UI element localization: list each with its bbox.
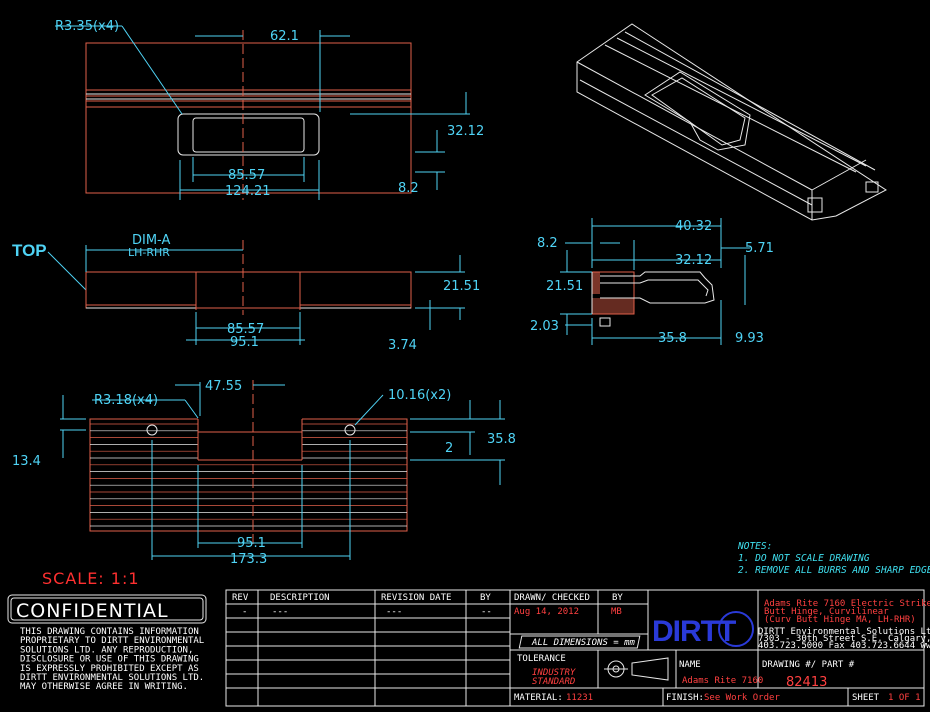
confidential-line: DIRTT ENVIRONMENTAL SOLUTIONS LTD.: [20, 673, 204, 683]
confidential-line: THIS DRAWING CONTAINS INFORMATION: [20, 627, 199, 637]
confidential-block: CONFIDENTIAL THIS DRAWING CONTAINS INFOR…: [7, 594, 207, 692]
section-dim-21: 21.51: [546, 279, 583, 294]
view3-top-dim: 47.55: [205, 379, 242, 394]
row-description: ---: [272, 607, 288, 617]
view2-right-dim: 21.51: [443, 279, 480, 294]
view-top: TOP DIM-A LH-RHR 85.57 95.1 21.51 3.74: [12, 233, 480, 353]
view3-left-dim: 13.4: [12, 454, 41, 469]
mounting-hole-left: [146, 424, 158, 436]
section-dim-9: 9.93: [735, 331, 764, 346]
top-view-label: TOP: [12, 241, 47, 260]
tolerance-label: TOLERANCE: [517, 654, 566, 664]
view-plan-lower: R3.18(x4) 47.55 10.16(x2) 13.4 2 35.8 95…: [12, 379, 516, 567]
view1-right-dim: 32.12: [447, 124, 484, 139]
view2-outer-dim: 95.1: [230, 335, 259, 350]
confidential-line: PROPRIETARY TO DIRTT ENVIRONMENTAL: [20, 636, 204, 646]
view3-inner-dim: 95.1: [237, 536, 266, 551]
note-2: 2. REMOVE ALL BURRS AND SHARP EDGES: [738, 565, 930, 576]
section-dim-40: 40.32: [675, 219, 712, 234]
all-dimensions: ALL DIMENSIONS = mm: [531, 638, 636, 648]
notes: NOTES: 1. DO NOT SCALE DRAWING 2. REMOVE…: [737, 541, 930, 576]
tolerance-standard: STANDARD: [532, 677, 575, 687]
row-revision-date: ---: [386, 607, 402, 617]
col-rev: REV: [232, 593, 249, 603]
svg-text:DIRTT: DIRTT: [652, 615, 736, 648]
mounting-hole-right: [344, 424, 356, 436]
col-drawn-checked: DRAWN/ CHECKED: [514, 593, 590, 603]
view-plan-upper: R3.35(x4) 62.1 85.57 124.21 32.12 8.2: [55, 19, 484, 200]
view3-hole-label: 10.16(x2): [388, 388, 451, 403]
name-value: Adams Rite 7160: [682, 676, 763, 686]
title-block: REV DESCRIPTION REVISION DATE BY DRAWN/ …: [225, 589, 930, 707]
part-label: DRAWING #/ PART #: [762, 660, 855, 670]
confidential-text: THIS DRAWING CONTAINS INFORMATIONPROPRIE…: [20, 627, 204, 692]
drawn-date: Aug 14, 2012: [514, 607, 579, 617]
material-label: MATERIAL:: [514, 693, 563, 703]
view3-radius-label: R3.18(x4): [94, 393, 158, 408]
section-dim-5: 5.71: [745, 241, 774, 256]
company-line-2: 7303 - 30th Street S.E. Calgary, AB Cana…: [758, 634, 930, 644]
finish-label: FINISH:: [666, 693, 704, 703]
name-label: NAME: [679, 660, 701, 670]
notes-title: NOTES:: [737, 541, 772, 552]
col-revision-date: REVISION DATE: [381, 593, 451, 603]
product-line-3: (Curv Butt Hinge MA, LH-RHR): [764, 615, 916, 625]
view2-inner-dim: 85.57: [227, 322, 264, 337]
sheet-value: 1 OF 1: [888, 693, 921, 703]
section-view: 40.32 8.2 32.12 5.71 21.51 2.03 35.8 9.9…: [530, 218, 774, 346]
view2-small-dim: 3.74: [388, 338, 417, 353]
section-dim-35: 35.8: [658, 331, 687, 346]
section-dim-32: 32.12: [675, 253, 712, 268]
confidential-title: CONFIDENTIAL: [16, 600, 169, 622]
view3-right-small-dim: 2: [445, 441, 453, 456]
projection-symbol: [604, 657, 669, 681]
material-value: 11231: [566, 693, 593, 703]
note-1: 1. DO NOT SCALE DRAWING: [738, 553, 870, 564]
confidential-line: SOLUTIONS LTD. ANY REPRODUCTION,: [20, 645, 193, 655]
product-line-1: Adams Rite 7160 Electric Strike: [764, 599, 930, 609]
scale-label: SCALE: 1:1: [42, 569, 140, 588]
col-by: BY: [480, 593, 491, 603]
view3-right-dim: 35.8: [487, 432, 516, 447]
section-dim-2: 2.03: [530, 319, 559, 334]
sheet-label: SHEET: [852, 693, 880, 703]
view1-inner-dim: 85.57: [228, 168, 265, 183]
view3-fin-lines: [90, 423, 407, 527]
confidential-line: MAY OTHERWISE AGREE IN WRITING.: [20, 682, 188, 692]
view3-outer-dim: 173.3: [230, 552, 267, 567]
view1-small-dim: 8.2: [398, 181, 419, 196]
row-by: --: [481, 607, 492, 617]
dirtt-logo: DIRTT: [652, 611, 754, 648]
confidential-line: IS EXPRESSLY PROHIBITED EXCEPT AS: [20, 664, 199, 674]
drawn-by: MB: [611, 607, 622, 617]
confidential-line: DISCLOSURE OR USE OF THIS DRAWING: [20, 655, 199, 665]
row-rev: -: [242, 607, 247, 617]
product-line-2: Butt Hinge, Curvilinear: [764, 607, 889, 617]
isometric-view: [576, 23, 887, 221]
part-value: 82413: [786, 675, 827, 690]
finish-value: See Work Order: [704, 693, 780, 703]
view2-dim-a-label: DIM-A: [132, 233, 170, 248]
col-description: DESCRIPTION: [270, 593, 330, 603]
company-line-1: DIRTT Environmental Solutions Ltd.: [758, 627, 930, 637]
view1-top-dim: 62.1: [270, 29, 299, 44]
view2-hand-label: LH-RHR: [128, 246, 170, 259]
tolerance-industry: INDUSTRY: [532, 668, 576, 678]
col-by-2: BY: [612, 593, 623, 603]
section-dim-8: 8.2: [537, 236, 558, 251]
view1-outer-dim: 124.21: [225, 184, 271, 199]
view1-radius-label: R3.35(x4): [55, 19, 119, 34]
company-line-3: 403.723.5000 Fax 403.723.6644 www.dirtt.…: [758, 641, 930, 651]
